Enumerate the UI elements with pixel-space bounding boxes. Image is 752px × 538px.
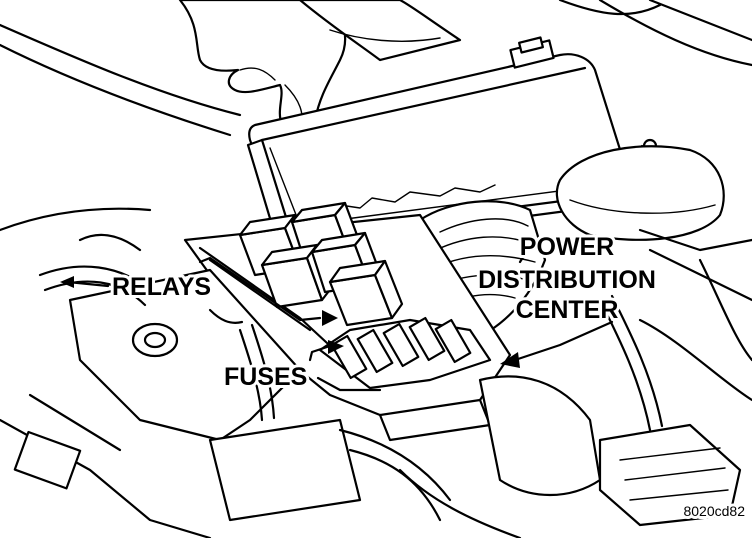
- relay: [328, 259, 404, 327]
- figure-id: 8020cd82: [683, 503, 745, 519]
- fuse: [356, 328, 394, 374]
- hood-outline: [0, 0, 752, 232]
- relays-label: RELAYS: [112, 273, 211, 301]
- fuses-label: FUSES: [224, 363, 307, 391]
- pdc-callout-arrow: [500, 244, 614, 368]
- fuse: [382, 322, 420, 368]
- pdc-label-line1: POWER: [520, 233, 614, 261]
- fuses-callout-arrow: [308, 340, 382, 392]
- hand: [178, 0, 462, 139]
- fuse: [408, 316, 446, 362]
- relays-callout-arrow: [198, 256, 338, 326]
- pdc-cover: [246, 36, 630, 247]
- pdc-label-line3: CENTER: [516, 296, 619, 324]
- relay-group: [238, 201, 404, 327]
- pdc-label-line2: DISTRIBUTION: [478, 266, 656, 294]
- fuse-row: [318, 316, 492, 390]
- left-cable-arrow: [60, 276, 110, 288]
- reservoir: [555, 145, 752, 302]
- fuse: [434, 318, 472, 364]
- wiring: [38, 233, 752, 538]
- battery-area: [0, 268, 302, 538]
